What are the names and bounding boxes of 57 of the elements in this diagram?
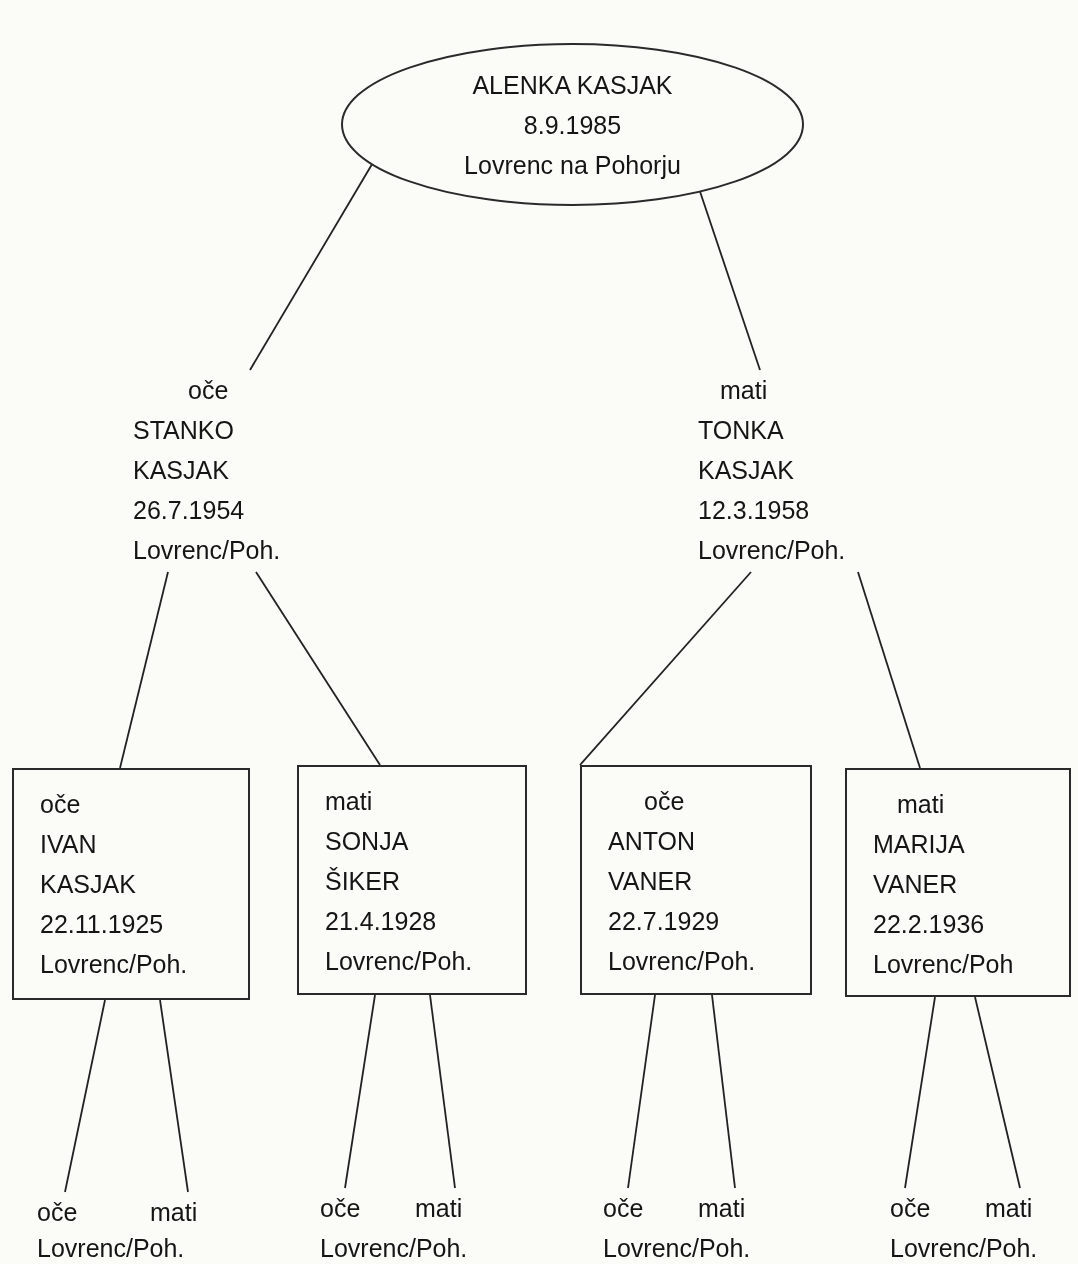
relation-label: mati (720, 375, 768, 406)
birth-place: Lovrenc/Poh (873, 949, 1014, 980)
birth-place: Lovrenc/Poh. (698, 535, 846, 566)
connector-line (249, 163, 373, 371)
birth-date: 8.9.1985 (523, 109, 622, 141)
relation-label: oče (644, 786, 685, 817)
birth-place: Lovrenc/Poh. (325, 946, 473, 977)
person-name: STANKO KASJAK (133, 415, 235, 486)
person-name: ALENKA KASJAK (472, 69, 673, 101)
person-name: IVAN KASJAK (40, 829, 137, 900)
relation-label: mati (897, 789, 945, 820)
birth-date: 21.4.1928 (325, 906, 437, 937)
birth-date: 22.7.1929 (608, 906, 720, 937)
birth-place: Lovrenc/Poh. (603, 1233, 751, 1264)
person-name: SONJA ŠIKER (325, 826, 409, 897)
connector-line (159, 999, 189, 1193)
birth-place: Lovrenc/Poh. (890, 1233, 1038, 1264)
birth-date: 22.11.1925 (40, 909, 164, 940)
birth-place: Lovrenc/Poh. (37, 1233, 185, 1264)
relation-label: mati (150, 1197, 198, 1228)
birth-place: Lovrenc/Poh. (608, 946, 756, 977)
relation-label: oče (320, 1193, 361, 1224)
birth-place: Lovrenc/Poh. (133, 535, 281, 566)
relation-label: oče (188, 375, 229, 406)
connector-line (974, 996, 1021, 1189)
connector-line (344, 994, 376, 1189)
person-box (845, 768, 1071, 997)
birth-place: Lovrenc na Pohorju (464, 149, 681, 181)
connector-line (119, 571, 169, 769)
birth-place: Lovrenc/Poh. (40, 949, 188, 980)
relation-label: oče (37, 1197, 78, 1228)
person-name: ANTON VANER (608, 826, 697, 897)
connector-line (627, 994, 656, 1189)
relation-label: mati (985, 1193, 1033, 1224)
relation-label: oče (890, 1193, 931, 1224)
connector-line (699, 190, 761, 371)
connector-line (857, 571, 921, 769)
person-name: TONKA KASJAK (698, 415, 795, 486)
person-box (297, 765, 527, 995)
person-name: MARIJA VANER (873, 829, 965, 900)
connector-line (429, 994, 456, 1189)
birth-date: 22.2.1936 (873, 909, 985, 940)
relation-label: oče (603, 1193, 644, 1224)
person-box (12, 768, 250, 1000)
relation-label: mati (415, 1193, 463, 1224)
connector-line (579, 571, 752, 766)
relation-label: mati (698, 1193, 746, 1224)
person-box (580, 765, 812, 995)
connector-line (255, 571, 381, 766)
relation-label: mati (325, 786, 373, 817)
connector-line (904, 996, 936, 1189)
connector-line (64, 999, 106, 1193)
birth-place: Lovrenc/Poh. (320, 1233, 468, 1264)
connector-line (711, 994, 736, 1189)
birth-date: 26.7.1954 (133, 495, 245, 526)
relation-label: oče (40, 789, 81, 820)
birth-date: 12.3.1958 (698, 495, 810, 526)
